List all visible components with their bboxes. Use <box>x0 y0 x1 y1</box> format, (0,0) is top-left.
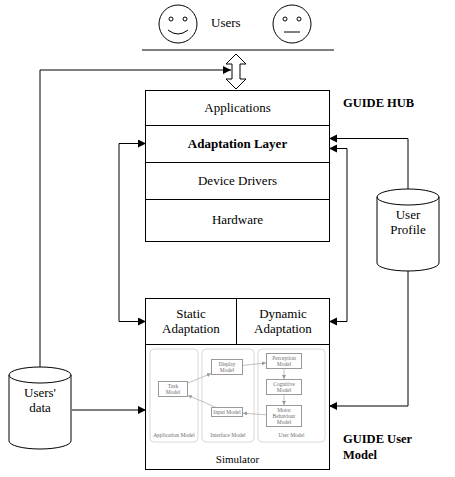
connector-arrow <box>329 271 408 406</box>
box-label: Static Adaptation <box>150 307 232 337</box>
model-box: Cognitive Model <box>266 379 302 395</box>
model-box: Task Model <box>158 381 188 397</box>
users-data-feed-arrow <box>40 70 231 367</box>
model-flow-arrow <box>284 395 285 405</box>
happy-face <box>159 5 197 43</box>
model-flow-arrow <box>243 413 266 415</box>
layer-box: Hardware <box>146 199 329 241</box>
group-heading: GUIDE HUB <box>343 95 414 111</box>
model-label: Cognitive Model <box>273 381 295 393</box>
simulator-label: Simulator <box>146 453 329 465</box>
group-label: User Model <box>258 432 325 438</box>
box-label: Device Drivers <box>198 174 277 189</box>
box-label: Hardware <box>212 213 263 228</box>
model-box: Display Model <box>211 359 243 375</box>
users-label: Users <box>211 16 241 31</box>
database-cylinder: Users' data <box>8 366 72 450</box>
model-flow-arrow <box>188 374 211 383</box>
model-flow-arrow <box>243 363 266 366</box>
box-label: Users' data <box>12 386 68 416</box>
layer-box: Adaptation Layer <box>146 125 329 162</box>
box-label: Dynamic Adaptation <box>241 307 325 337</box>
model-flow-arrow <box>284 369 285 379</box>
user-model-box: GUIDE User ModelStatic AdaptationDynamic… <box>145 298 330 470</box>
model-label: Input Model <box>213 409 240 415</box>
model-flow-arrow <box>188 395 215 407</box>
layer-box: Applications <box>146 91 329 125</box>
database-cylinder: User Profile <box>376 188 440 272</box>
model-box: Perception Model <box>266 353 302 369</box>
connector-arrow <box>119 144 146 322</box>
model-label: Perception Model <box>272 355 296 367</box>
adaptation-box: Static Adaptation <box>146 299 237 344</box>
hub-stack: GUIDE HUBApplicationsAdaptation LayerDev… <box>145 90 330 242</box>
model-box: Input Model <box>211 407 243 417</box>
model-group-outline <box>150 349 325 442</box>
box-label: Applications <box>204 101 270 116</box>
box-label: Adaptation Layer <box>188 137 287 152</box>
model-label: Motor Behaviour Model <box>273 407 296 425</box>
connector-arrow <box>329 139 408 190</box>
simulator-box: Simulator Task Model Display Model Percepti… <box>146 344 329 469</box>
model-box: Motor Behaviour Model <box>266 405 302 427</box>
users-baseline <box>142 50 334 51</box>
model-label: Task Model <box>166 383 180 395</box>
connector-arrow <box>329 149 347 322</box>
group-label: Interface Model <box>202 432 254 438</box>
group-heading: GUIDE User Model <box>343 431 431 464</box>
box-label: User Profile <box>380 208 436 238</box>
neutral-face <box>273 5 311 43</box>
connector-arrow <box>72 410 146 411</box>
adaptation-box: Dynamic Adaptation <box>237 299 329 344</box>
group-label: Application Model <box>148 432 200 438</box>
model-label: Display Model <box>218 361 235 373</box>
interaction-double-arrow <box>226 54 246 89</box>
layer-box: Device Drivers <box>146 162 329 199</box>
